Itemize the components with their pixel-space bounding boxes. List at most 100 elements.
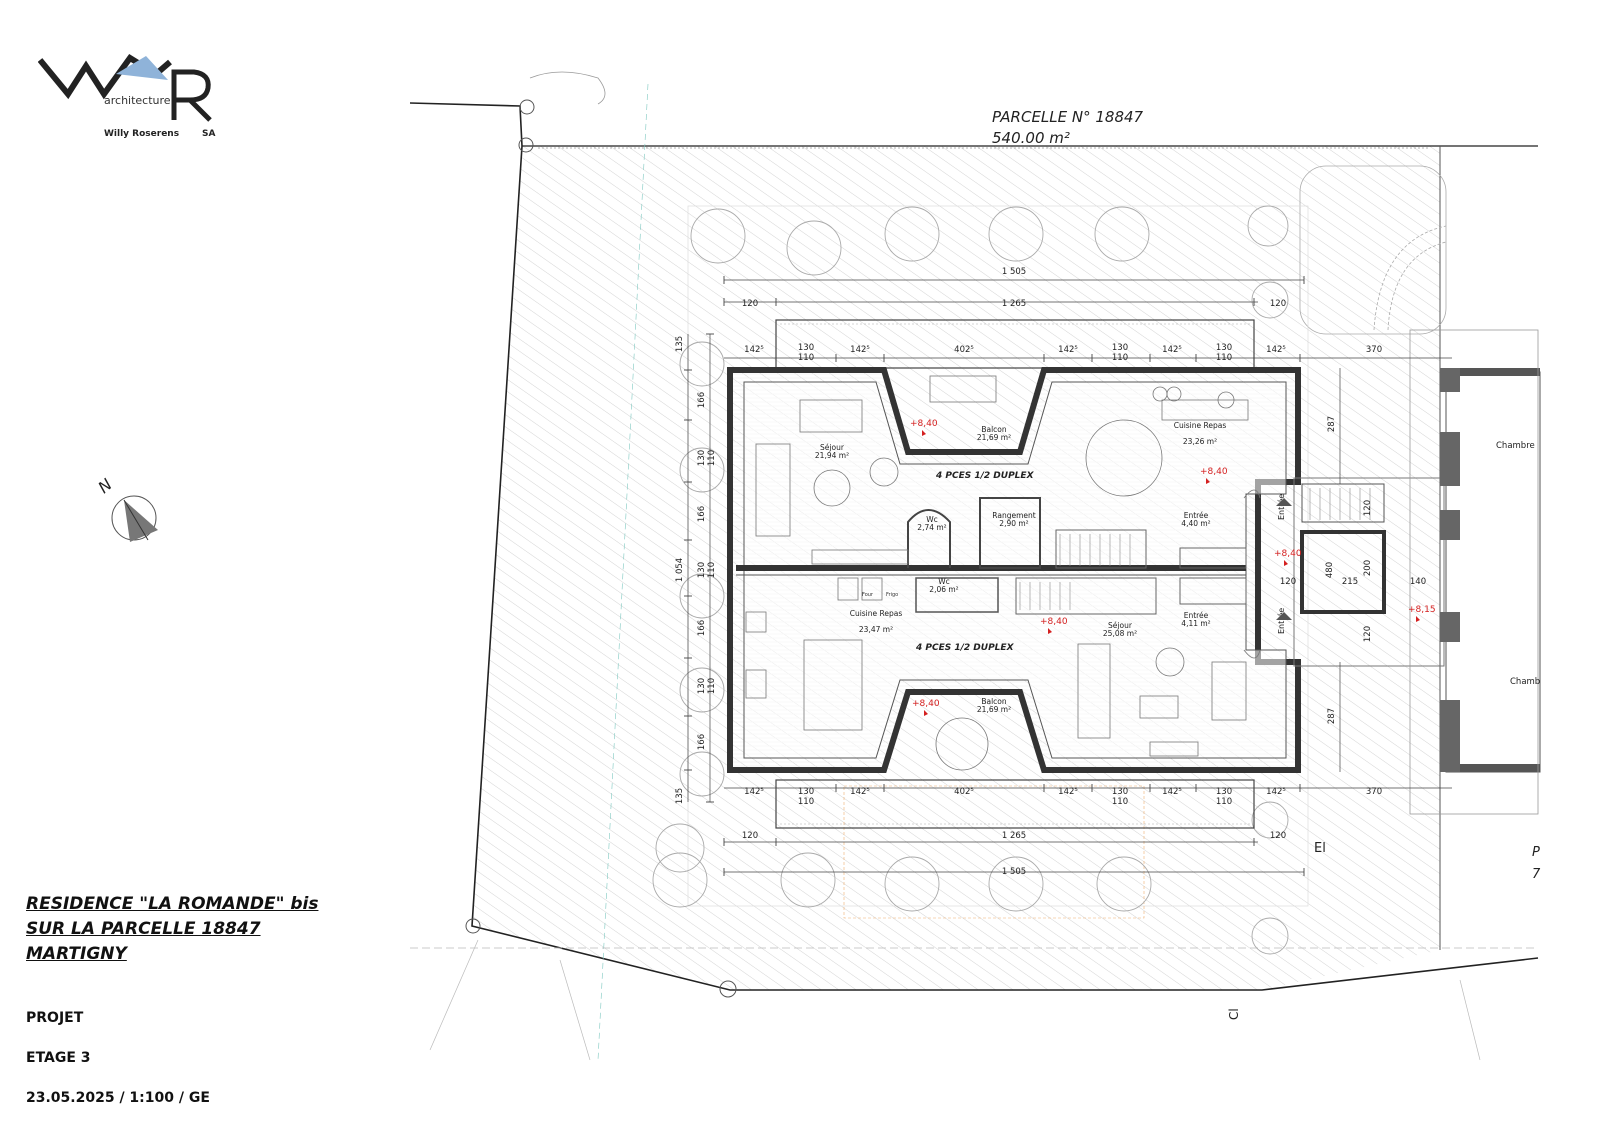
dim-top-3: 142⁵ [850,345,870,355]
room-chambre-2: Chamb [1510,677,1540,687]
dim-left-6: 110 [707,562,717,578]
furniture [745,375,1249,771]
logo-blue-mark [116,56,168,80]
title-block: RESIDENCE "LA ROMANDE" bis SUR LA PARCEL… [26,892,366,967]
room-sejour-bot-area: 25,08 m² [1103,629,1137,638]
room-sejour-bot-name: Séjour [1108,621,1133,630]
room-wc-bot-name: Wc [938,577,950,586]
dim-bot-edge-right: 120 [1270,831,1286,841]
dim-top-5: 142⁵ [1058,345,1078,355]
dim-top-11: 142⁵ [1266,345,1286,355]
dim-stair-5: 120 [1280,577,1296,587]
room-wc-top-name: Wc [926,515,938,524]
dim-stair-2: 480 [1325,562,1335,578]
room-entree-top-name: Entrée [1184,511,1209,520]
logo-subtitle: architecture [104,94,171,107]
room-entree-top-area: 4,40 m² [1181,519,1210,528]
dim-top-10: 110 [1216,353,1232,363]
dim-bottom-overall: 1 505 [1002,867,1026,877]
dim-stair-1: 200 [1363,560,1373,576]
dim-bot-11: 142⁵ [1266,787,1286,797]
room-sejour-top-area: 21,94 m² [815,451,849,460]
dim-bot-mid: 1 265 [1002,831,1026,841]
building [727,319,1541,829]
room-cuisine-top-name: Cuisine Repas [1174,421,1227,430]
room-balcon-bot-area: 21,69 m² [977,705,1011,714]
dim-bot-0: 142⁵ [744,787,764,797]
dim-bot-2: 110 [798,797,814,807]
dimension-lines [687,279,1452,873]
room-balcon-top-name: Balcon [981,425,1007,434]
mark-cl: Cl [1227,1008,1241,1020]
dim-right-370-bot: 370 [1366,787,1382,797]
dim-top-mid: 1 265 [1002,299,1026,309]
room-entree-bot-name: Entrée [1184,611,1209,620]
dim-right-287-bot: 287 [1327,708,1337,724]
dim-bot-10: 110 [1216,797,1232,807]
dim-bot-1: 130 [798,787,814,797]
dim-top-8: 142⁵ [1162,345,1182,355]
dim-top-edge-right: 120 [1270,299,1286,309]
dim-left-10: 166 [697,734,707,750]
level-marker-2: +8,40 [1200,467,1228,477]
dim-right-370-top: 370 [1366,345,1382,355]
logo-company: Willy Roserens [104,129,179,139]
room-cuisine-top-area: 23,26 m² [1183,437,1217,446]
level-marker-4: +8,40 [1040,617,1068,627]
dim-top-2: 110 [798,353,814,363]
room-cuisine-bot-name: Cuisine Repas [850,609,903,618]
project-status: PROJET [26,1010,84,1026]
dim-left-5: 130 [697,562,707,578]
room-wc-top-area: 2,74 m² [917,523,946,532]
mark-seven: 7 [1532,867,1541,882]
level-marker-1: +8,40 [910,419,938,429]
project-title-line-1: RESIDENCE "LA ROMANDE" bis [26,894,319,914]
unit-name-bottom: 4 PCES 1/2 DUPLEX [915,643,1015,653]
dim-left-1: 166 [697,392,707,408]
dim-bot-3: 142⁵ [850,787,870,797]
dim-bot-9: 130 [1216,787,1232,797]
room-entree-bot-area: 4,11 m² [1181,619,1210,628]
level-markers: +8,40 +8,40 +8,40 +8,40 +8,40 +8,15 [910,419,1436,716]
dim-bot-edge-left: 120 [742,831,758,841]
dim-top-4: 402⁵ [954,345,974,355]
parcel-area: 540.00 m² [992,129,1070,147]
dim-top-9: 130 [1216,343,1232,353]
north-letter: N [94,475,115,497]
dim-left-0: 135 [675,336,685,352]
dim-top-edge-left: 120 [742,299,758,309]
dim-bot-4: 402⁵ [954,787,974,797]
dim-bot-7: 110 [1112,797,1128,807]
date-scale: 23.05.2025 / 1:100 / GE [26,1090,210,1106]
dim-left-8: 130 [697,678,707,694]
trees [652,205,1289,955]
room-wc-bot-area: 2,06 m² [929,585,958,594]
dim-top-1: 130 [798,343,814,353]
dim-stair-3: 215 [1342,577,1358,587]
dim-top-overall: 1 505 [1002,267,1026,277]
dim-top-0: 142⁵ [744,345,764,355]
dim-left-3: 110 [707,450,717,466]
dim-top-6: 130 [1112,343,1128,353]
dim-bot-8: 142⁵ [1162,787,1182,797]
dim-left-4: 166 [697,506,707,522]
fridge-label-four: Four [862,592,874,598]
fridge-label-frigo: Frigo [886,592,898,598]
room-chambre-1: Chambre [1496,441,1535,451]
dimension-ticks [684,276,1305,876]
room-balcon-bot-name: Balcon [981,697,1007,706]
entree-label-vertical-1: Entrée [1276,494,1286,520]
room-rangement-area: 2,90 m² [999,519,1028,528]
dim-left-7: 166 [697,620,707,636]
floor-level: ETAGE 3 [26,1050,91,1066]
dim-top-7: 110 [1112,353,1128,363]
dim-left-overall: 1 054 [675,558,685,582]
mark-p: P [1532,845,1540,860]
dim-bot-5: 142⁵ [1058,787,1078,797]
project-title-line-3: MARTIGNY [26,944,127,964]
level-marker-5: +8,40 [912,699,940,709]
dim-stair-0: 120 [1363,500,1373,516]
mark-el: El [1314,841,1326,856]
dim-left-11: 135 [675,788,685,804]
